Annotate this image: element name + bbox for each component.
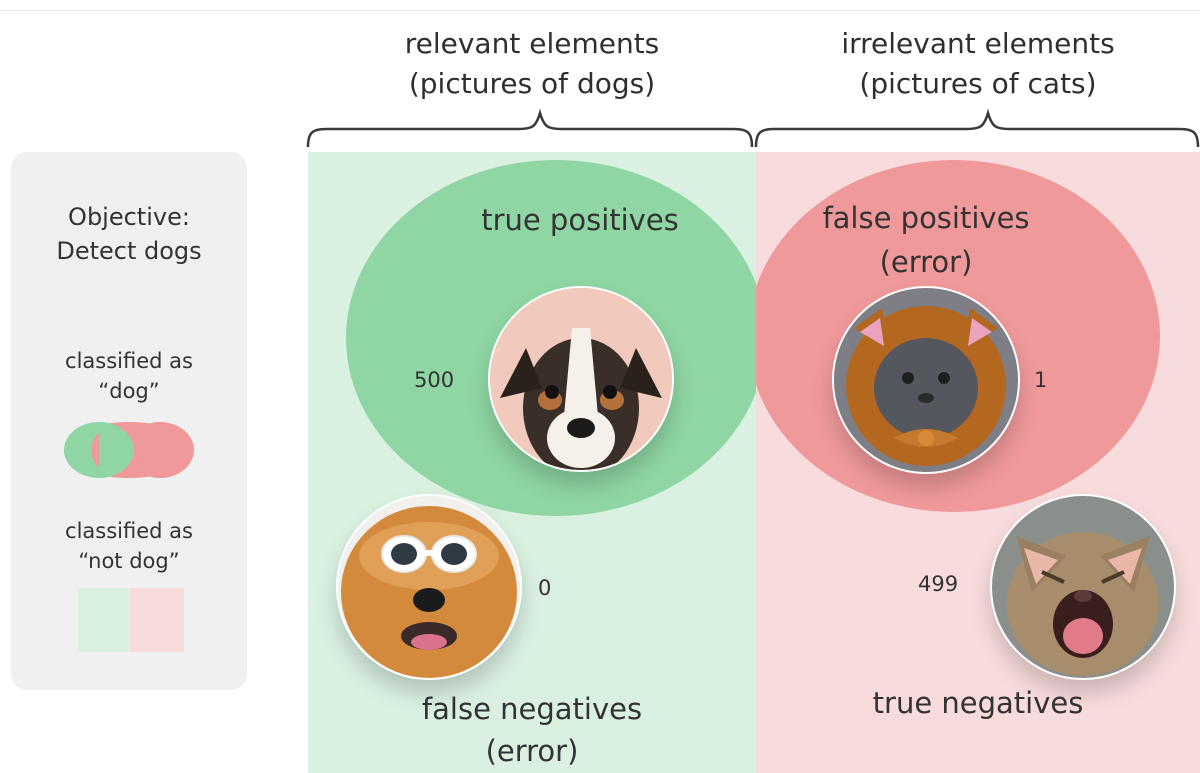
classified-notdog-text: classified as “not dog” xyxy=(65,519,193,573)
notdog-irrelevant-swatch xyxy=(130,588,184,652)
true-positives-label: true positives xyxy=(481,203,679,237)
irrelevant-elements-header: irrelevant elements (pictures of cats) xyxy=(841,27,1115,100)
relevant-brace xyxy=(306,108,754,148)
cat-photo-false-positive xyxy=(832,286,1020,474)
true-negatives-count: 499 xyxy=(918,572,959,596)
notdog-relevant-swatch xyxy=(78,588,130,652)
false-positives-count: 1 xyxy=(1034,368,1048,392)
relevant-elements-header: relevant elements (pictures of dogs) xyxy=(404,27,660,100)
classified-dog-text: classified as “dog” xyxy=(65,349,193,403)
irrelevant-brace xyxy=(754,108,1200,148)
legend-panel: Objective: Detect dogs classified as “do… xyxy=(11,152,247,690)
true-negatives-label: true negatives xyxy=(872,686,1084,720)
false-positives-label: false positives (error) xyxy=(822,201,1030,279)
dog-photo-true-positive xyxy=(488,286,674,472)
cat-photo-true-negative xyxy=(990,494,1176,680)
dog-photo-false-negative xyxy=(336,494,522,680)
group-braces xyxy=(306,108,1200,148)
true-positives-count: 500 xyxy=(414,368,455,392)
top-divider xyxy=(0,0,1200,11)
classified-dog-swatch xyxy=(64,422,194,478)
false-negatives-count: 0 xyxy=(538,576,552,600)
dog-ear-left xyxy=(500,348,542,398)
objective-text: Objective: Detect dogs xyxy=(56,203,202,265)
false-negatives-label: false negatives (error) xyxy=(421,692,643,768)
